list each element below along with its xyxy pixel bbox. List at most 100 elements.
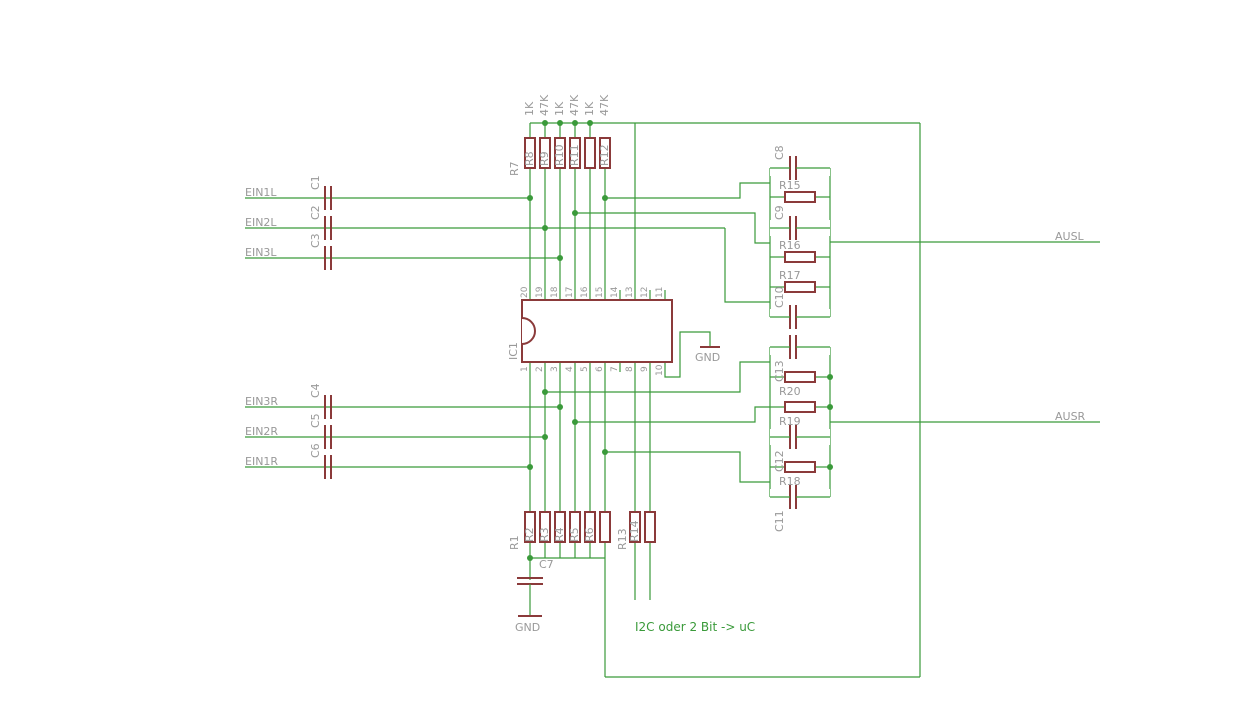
- resistor-r5: [584, 511, 596, 543]
- label-c13: C13: [773, 360, 786, 382]
- label-c6: C6: [309, 443, 322, 458]
- label-r3: R3: [538, 527, 551, 542]
- ic-pin-number: 5: [580, 366, 590, 372]
- label-ein2l: EIN2L: [245, 216, 277, 229]
- resistor-r11: [584, 137, 596, 169]
- ic-pin-number: 15: [595, 287, 605, 298]
- right-resistors: [784, 191, 816, 473]
- label-r8: R8: [523, 151, 536, 166]
- ic-pin-number: 9: [640, 366, 650, 372]
- labels: EIN1L EIN2L EIN3L EIN3R EIN2R EIN1R AUSL…: [245, 94, 1086, 634]
- pin-wires: [529, 122, 921, 678]
- ic-pin-number: 4: [565, 366, 575, 372]
- value-r7: 1K: [523, 101, 536, 116]
- label-r2: R2: [523, 527, 536, 542]
- label-r17: R17: [779, 269, 801, 282]
- label-c2: C2: [309, 205, 322, 220]
- label-r1: R1: [508, 535, 521, 550]
- label-ausl: AUSL: [1055, 230, 1085, 243]
- resistor-r19: [784, 401, 816, 413]
- capacitor-c2: [324, 216, 332, 240]
- label-r7: R7: [508, 161, 521, 176]
- label-r11: R11: [568, 144, 581, 166]
- resistor-r8: [539, 137, 551, 169]
- label-r13: R13: [616, 528, 629, 550]
- label-ein3r: EIN3R: [245, 395, 278, 408]
- label-r14: R14: [628, 520, 641, 542]
- value-r9: 1K: [553, 101, 566, 116]
- ic-pin-number: 16: [580, 286, 590, 298]
- ic-pin-number: 18: [550, 286, 560, 298]
- resistor-r20: [784, 371, 816, 383]
- ic-pin-number: 7: [610, 366, 620, 372]
- resistor-r18: [784, 461, 816, 473]
- label-c3: C3: [309, 233, 322, 248]
- resistor-r9: [554, 137, 566, 169]
- resistor-r3: [554, 511, 566, 543]
- label-c8: C8: [773, 145, 786, 160]
- resistor-r14: [644, 511, 656, 543]
- junctions: [527, 120, 833, 561]
- resistor-r13: [629, 511, 641, 543]
- label-ic1: IC1: [507, 342, 520, 360]
- capacitor-c6: [324, 455, 332, 479]
- capacitor-c3: [324, 246, 332, 270]
- label-r10: R10: [553, 144, 566, 166]
- ic-pin-number: 14: [610, 286, 620, 298]
- ic-pin-number: 10: [655, 364, 665, 376]
- label-c12: C12: [773, 450, 786, 472]
- label-r12: R12: [598, 144, 611, 166]
- capacitor-c7: [517, 577, 543, 617]
- label-c1: C1: [309, 175, 322, 190]
- label-c7: C7: [539, 558, 554, 571]
- resistor-r2: [539, 511, 551, 543]
- resistor-r4: [569, 511, 581, 543]
- right-capacitors: [770, 156, 830, 509]
- top-resistors: [524, 137, 611, 169]
- left-output-wires: [575, 167, 1100, 318]
- resistor-r12: [599, 137, 611, 169]
- resistor-r17: [784, 281, 816, 293]
- label-ein3l: EIN3L: [245, 246, 277, 259]
- label-c5: C5: [309, 413, 322, 428]
- label-r20: R20: [779, 385, 801, 398]
- label-r5: R5: [568, 527, 581, 542]
- label-ein1r: EIN1R: [245, 455, 278, 468]
- ic-pin-number: 1: [520, 366, 530, 372]
- label-c9: C9: [773, 205, 786, 220]
- ic-pin-number: 2: [535, 366, 545, 372]
- value-r8: 47K: [538, 94, 551, 116]
- label-c4: C4: [309, 383, 322, 398]
- value-r11: 1K: [583, 101, 596, 116]
- capacitor-c4: [324, 395, 332, 419]
- label-bus-note: I2C oder 2 Bit -> uC: [635, 620, 755, 634]
- ic-pin-number: 3: [550, 366, 560, 372]
- value-r12: 47K: [598, 94, 611, 116]
- resistor-r10: [569, 137, 581, 169]
- label-gnd-c7: GND: [515, 621, 540, 634]
- bottom-resistors: [524, 511, 656, 543]
- input-capacitors: [324, 186, 332, 479]
- ic-pin-numbers: 20 19 18 17 16 15 14 13 12 11 1 2 3 4 5 …: [520, 286, 665, 376]
- value-r10: 47K: [568, 94, 581, 116]
- ic-pin-number: 11: [655, 287, 665, 298]
- label-ein1l: EIN1L: [245, 186, 277, 199]
- label-r9: R9: [538, 151, 551, 166]
- ic-pin-number: 8: [625, 366, 635, 372]
- label-c10: C10: [773, 286, 786, 308]
- label-r19: R19: [779, 415, 801, 428]
- resistor-r16: [784, 251, 816, 263]
- resistor-r7: [524, 137, 536, 169]
- label-r18: R18: [779, 475, 801, 488]
- label-c11: C11: [773, 510, 786, 532]
- label-r16: R16: [779, 239, 801, 252]
- label-ausr: AUSR: [1055, 410, 1086, 423]
- resistor-r6: [599, 511, 611, 543]
- ic-pin-number: 12: [640, 287, 650, 298]
- ic-pin-number: 13: [625, 287, 635, 298]
- label-gnd-ic: GND: [695, 351, 720, 364]
- ic-pin-number: 19: [535, 286, 545, 298]
- label-r4: R4: [553, 527, 566, 542]
- resistor-r15: [784, 191, 816, 203]
